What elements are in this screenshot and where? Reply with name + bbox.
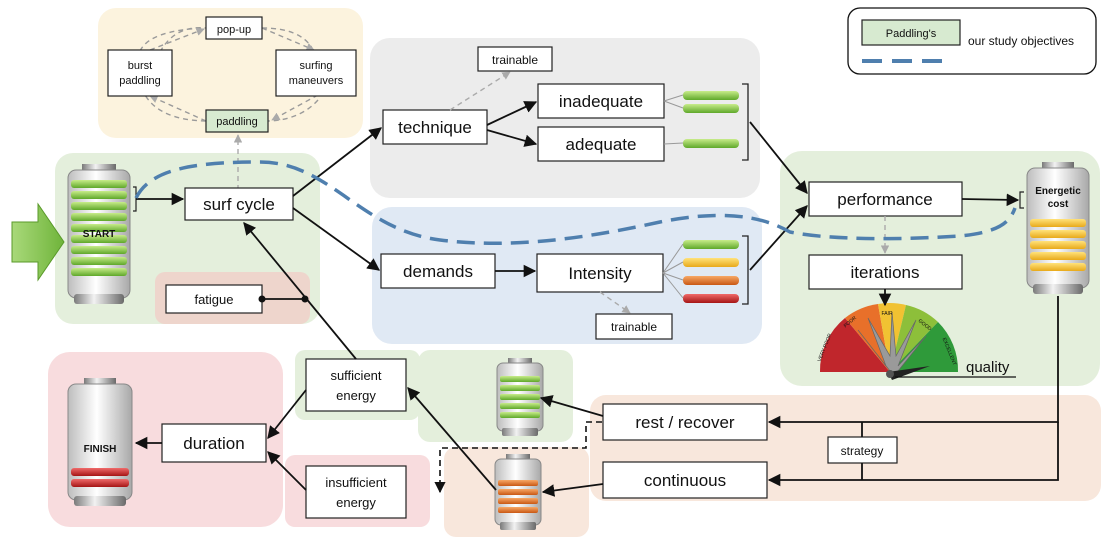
connectors: [134, 101, 1059, 497]
battery-green-panel: [418, 350, 573, 442]
rest-battery-icon: [496, 358, 544, 436]
cycle-burst-label-1: burst: [128, 60, 152, 72]
cycle-surfing-label-1: surfing: [299, 60, 332, 72]
finish-battery-label: FINISH: [84, 444, 117, 455]
trainable-bottom-label: trainable: [611, 320, 657, 334]
continuous-box: [602, 461, 768, 499]
technique-to-trainable-dashed: [449, 71, 511, 111]
inadequate-label: inadequate: [559, 92, 643, 111]
start-battery-icon: [67, 164, 131, 304]
iterations-label: iterations: [851, 263, 920, 282]
technique-box: [382, 109, 488, 145]
performance-label: performance: [837, 190, 932, 209]
sufficient-label-1: sufficient: [330, 368, 381, 383]
intensity-bars: [683, 240, 739, 303]
trainable-bottom-box: [595, 313, 673, 340]
cycle-arrow-paddling-burst: [149, 95, 207, 122]
cycle-burst-label-2: paddling: [119, 75, 161, 87]
finish-battery-icon: [67, 378, 133, 506]
cycle-paddling-label: paddling: [216, 116, 258, 128]
fatigue-dot-right: [301, 295, 309, 303]
sufficient-box: [305, 358, 407, 412]
fatigue-box: [165, 284, 263, 314]
surf-cycle-box: [184, 187, 294, 221]
rest-recover-box: [602, 403, 768, 441]
insufficient-label-2: energy: [336, 495, 376, 510]
start-battery-label: START: [83, 229, 116, 240]
duration-label: duration: [183, 434, 244, 453]
cycle-popup-box: [205, 16, 263, 40]
adequate-box: [537, 126, 665, 162]
energetic-battery-label-1: Energetic: [1035, 186, 1081, 197]
intensity-label: Intensity: [568, 264, 632, 283]
legend-swatch: [861, 19, 961, 46]
trainable-top-box: [477, 46, 553, 72]
cycle-surfing-label-2: maneuvers: [289, 75, 344, 87]
fatigue-dot-left: [258, 295, 266, 303]
energetic-battery-label-2: cost: [1048, 199, 1069, 210]
continuous-battery-icon: [494, 454, 542, 530]
adequate-bars: [683, 139, 739, 148]
surf-cycle-label: surf cycle: [203, 195, 275, 214]
legend-objectives-label: our study objectives: [968, 34, 1074, 48]
cycle-surfing-box: [275, 49, 357, 97]
rest-to-insufficient-dashed: [434, 421, 602, 494]
intensity-to-trainable-dashed: [599, 291, 631, 314]
adequate-label: adequate: [566, 135, 637, 154]
continuous-label: continuous: [644, 471, 726, 490]
quality-gauge-icon: [819, 302, 959, 380]
cycle-arrow-popup-surf: [261, 27, 315, 51]
performance-box: [808, 181, 963, 217]
trainable-top-label: trainable: [492, 53, 538, 67]
inadequate-bars: [683, 91, 739, 113]
bracket-technique: [742, 83, 749, 161]
cycle-arrow-burst-popup: [149, 27, 205, 51]
intensity-box: [536, 253, 664, 293]
cycle-panel: [98, 8, 363, 138]
entry-arrow: [11, 202, 65, 282]
energetic-bracket: [1019, 191, 1024, 209]
cycle-paddling-box: [205, 109, 269, 133]
fatigue-label: fatigue: [194, 292, 233, 307]
strategy-label: strategy: [841, 444, 884, 458]
insufficient-box: [305, 465, 407, 519]
insufficient-label-1: insufficient: [325, 475, 387, 490]
cycle-loop: [139, 27, 319, 122]
study-objectives-curve: [134, 160, 1017, 245]
legend-swatch-label: Paddling's: [886, 28, 937, 40]
cycle-popup-label: pop-up: [217, 24, 251, 36]
cycle-burst-box: [107, 49, 173, 97]
demands-label: demands: [403, 262, 473, 281]
iterations-box: [808, 254, 963, 290]
quality-label: quality: [966, 359, 1010, 376]
duration-box: [161, 423, 267, 463]
gauge-label-fair: FAIR: [881, 311, 893, 317]
sufficient-label-2: energy: [336, 388, 376, 403]
bar-connectors: [662, 94, 684, 299]
rest-recover-label: rest / recover: [635, 413, 735, 432]
bracket-intensity: [742, 235, 749, 305]
technique-label: technique: [398, 118, 472, 137]
energetic-battery-icon: [1026, 162, 1090, 294]
